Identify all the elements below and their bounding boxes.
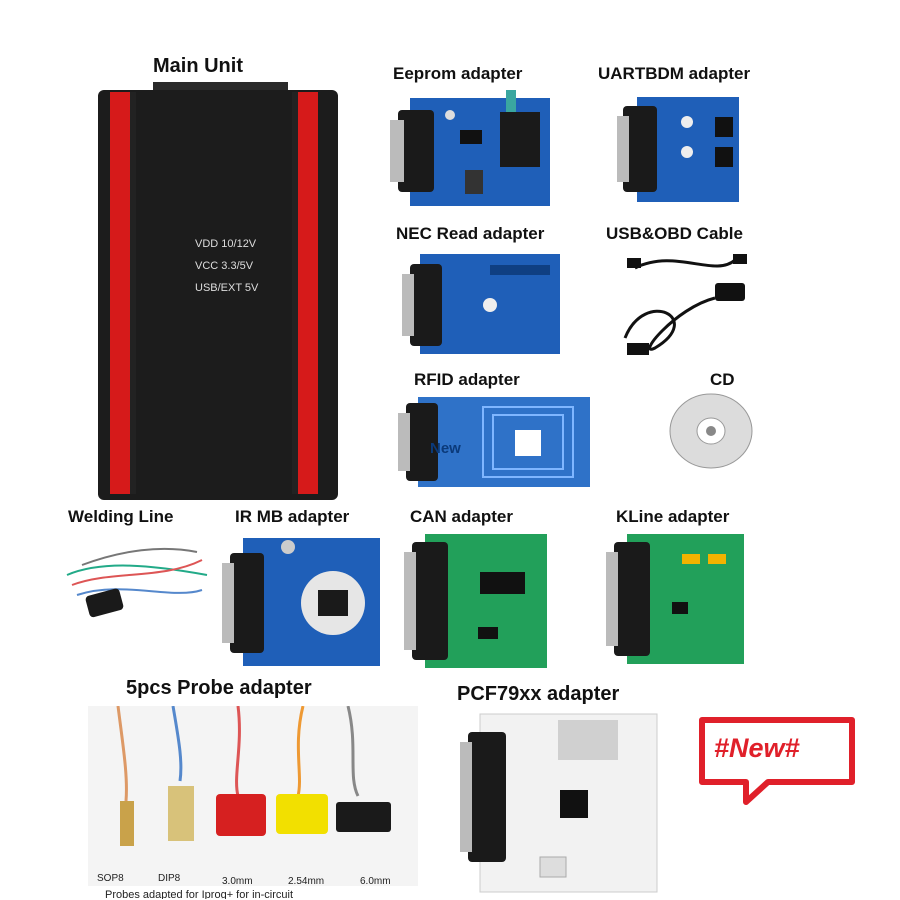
- usb-obd-cable-label: USB&OBD Cable: [606, 224, 743, 243]
- unit-spec-usb: USB/EXT 5V: [195, 282, 259, 294]
- rfid-adapter-image: [398, 395, 593, 490]
- unit-spec-vcc: VCC 3.3/5V: [195, 260, 254, 272]
- probe-adapter-image: [88, 706, 418, 886]
- probe-6mm-label: 6.0mm: [360, 876, 391, 887]
- welding-line-image: [62, 540, 212, 630]
- irmb-adapter-image: [218, 535, 383, 670]
- can-adapter-image: [400, 532, 550, 672]
- nec-adapter-image: [400, 250, 565, 360]
- pcf-adapter-image: [460, 712, 660, 897]
- new-badge-text: #New#: [714, 733, 800, 763]
- probe-3mm-label: 3.0mm: [222, 876, 253, 887]
- unit-spec-vdd: VDD 10/12V: [195, 238, 257, 250]
- usb-obd-cable-image: [615, 248, 750, 363]
- rfid-watermark: New: [430, 440, 461, 457]
- probe-sop8-label: SOP8: [97, 873, 124, 884]
- main-unit-image: [98, 82, 338, 500]
- nec-adapter-label: NEC Read adapter: [396, 224, 545, 243]
- welding-line-label: Welding Line: [68, 507, 174, 526]
- probe-caption: Probes adapted for Iprog+ for in-circuit: [105, 889, 294, 899]
- new-badge: [698, 716, 858, 806]
- probe-dip8-label: DIP8: [158, 873, 181, 884]
- probe-254mm-label: 2.54mm: [288, 876, 325, 887]
- eeprom-adapter-image: [390, 90, 552, 210]
- eeprom-adapter-label: Eeprom adapter: [393, 64, 523, 83]
- kline-adapter-label: KLine adapter: [616, 507, 730, 526]
- probe-adapter-label: 5pcs Probe adapter: [126, 677, 312, 699]
- pcf-adapter-label: PCF79xx adapter: [457, 683, 620, 705]
- uartbdm-adapter-image: [617, 92, 742, 207]
- cd-image: [668, 392, 754, 470]
- main-unit-label: Main Unit: [153, 55, 243, 77]
- irmb-adapter-label: IR MB adapter: [235, 507, 350, 526]
- uartbdm-adapter-label: UARTBDM adapter: [598, 64, 751, 83]
- can-adapter-label: CAN adapter: [410, 507, 513, 526]
- rfid-adapter-label: RFID adapter: [414, 370, 520, 389]
- cd-label: CD: [710, 370, 735, 389]
- kline-adapter-image: [602, 532, 747, 667]
